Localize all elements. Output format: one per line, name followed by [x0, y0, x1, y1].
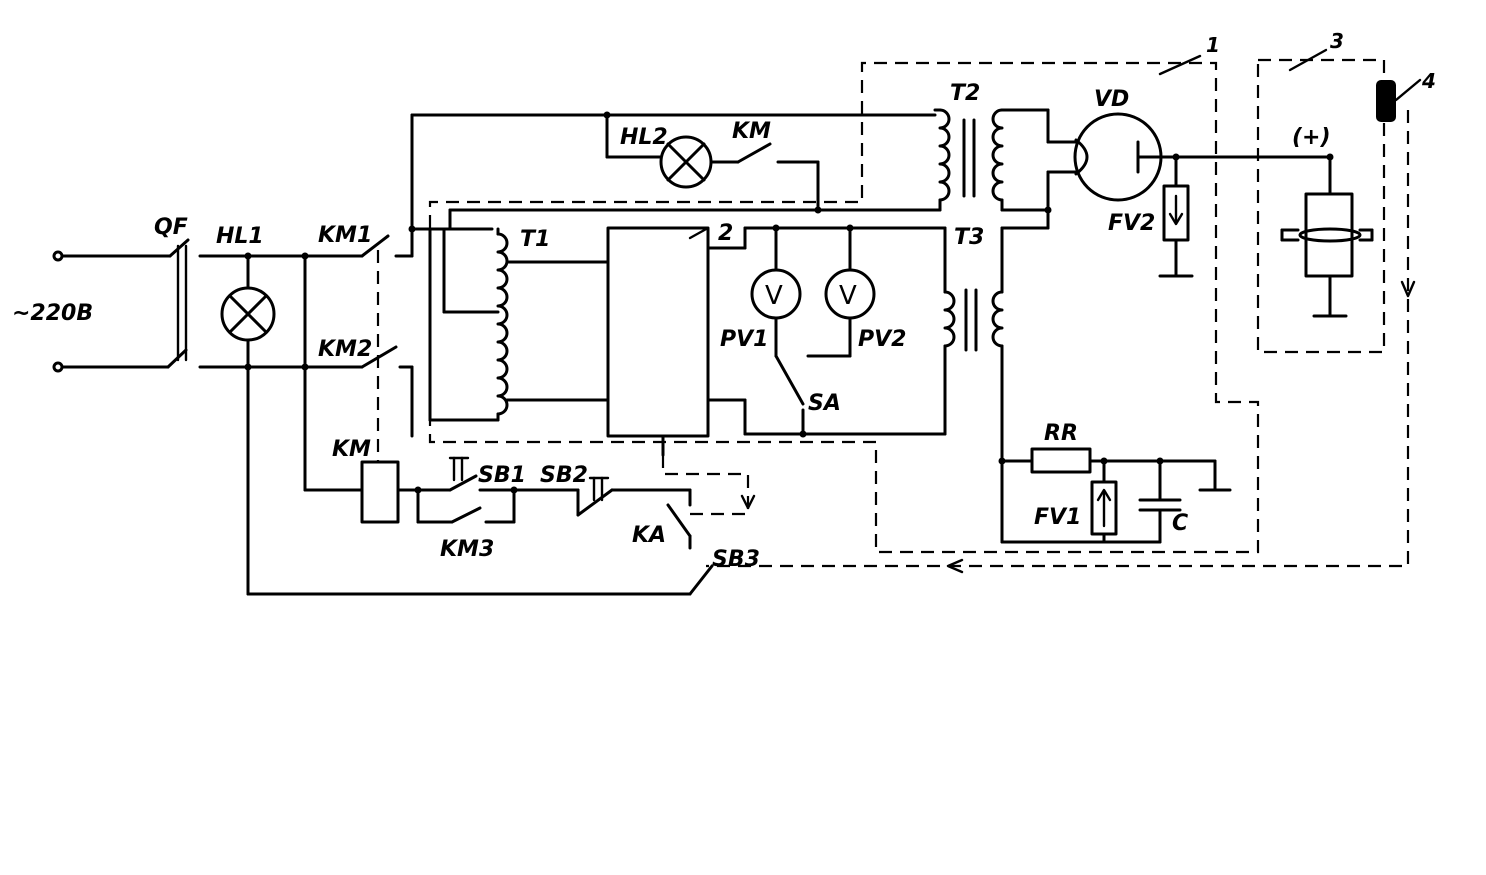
pv1-meter-symbol: V: [765, 281, 783, 311]
rr-resistor: [1000, 447, 1232, 492]
c-capacitor: [1000, 459, 1182, 544]
pv2-label: PV2: [858, 327, 906, 352]
sb1-label: SB1: [478, 463, 526, 488]
fv1-arrester: [1090, 459, 1118, 544]
hl1-label: HL1: [216, 224, 264, 249]
polarity-label: (+): [1292, 125, 1331, 150]
sb2-label: SB2: [540, 463, 588, 488]
supply-voltage-label: ~220В: [12, 301, 93, 326]
rr-label: RR: [1044, 421, 1078, 446]
t1-label: T1: [520, 227, 550, 252]
km3-label: KM3: [440, 537, 494, 562]
mechanical-linkages: [376, 110, 1416, 574]
sb3-label: SB3: [712, 547, 760, 572]
ka-relay-contact: [666, 488, 692, 550]
unit1-callout: 1: [1206, 33, 1220, 57]
hl2-label: HL2: [620, 125, 668, 150]
t3-label: T3: [954, 225, 984, 250]
hl1-lamp: [220, 252, 276, 371]
km-coil-label: KM: [332, 437, 371, 462]
t2-transformer: [933, 108, 1078, 212]
t2-label: T2: [950, 81, 980, 106]
enclosure-unit3: [1256, 48, 1386, 354]
unit3-test-cell: [1280, 155, 1374, 318]
km-contact: [736, 142, 820, 212]
km-contact-label: KM: [732, 119, 771, 144]
hl2-lamp: [603, 111, 740, 189]
km2-label: KM2: [318, 337, 372, 362]
vd-tube: [1073, 112, 1334, 202]
c-label: C: [1172, 511, 1188, 536]
sb3-interlock: [246, 365, 714, 596]
item4-door-interlock: [1376, 78, 1422, 122]
unit2-callout: 2: [718, 221, 733, 246]
pv2-meter-symbol: V: [839, 281, 857, 311]
control-circuit: [301, 254, 518, 524]
pv1-voltmeter: [750, 224, 807, 438]
qf-breaker: [166, 238, 307, 369]
enclosure-unit1: [428, 54, 1260, 554]
qf-label: QF: [154, 215, 188, 240]
ka-label: KA: [632, 523, 666, 548]
t3-transformer: [943, 206, 1052, 544]
item4-callout: 4: [1421, 69, 1436, 93]
fv2-arrester: [1158, 155, 1194, 278]
sb1-button: [448, 456, 516, 492]
pv1-label: PV1: [720, 327, 768, 352]
fv2-label: FV2: [1108, 211, 1155, 236]
sa-label: SA: [808, 391, 841, 416]
pv2-voltmeter: [806, 224, 876, 358]
supply-terminals: [52, 250, 172, 373]
sb2-button: [512, 476, 692, 517]
t1-transformer: [428, 227, 610, 422]
km1-label: KM1: [318, 223, 372, 248]
vd-label: VD: [1094, 87, 1129, 112]
fv1-label: FV1: [1034, 505, 1081, 530]
unit3-callout: 3: [1330, 29, 1344, 53]
